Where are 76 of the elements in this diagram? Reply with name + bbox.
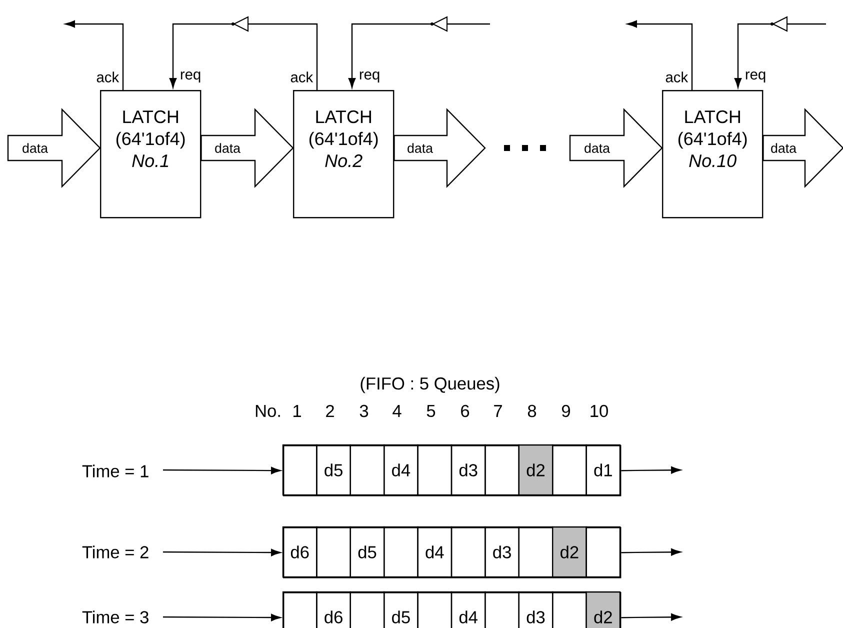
- queue-cell: [316, 526, 352, 578]
- cell-number: 10: [590, 404, 608, 418]
- queue-cell: [552, 444, 587, 496]
- arrow: [621, 548, 681, 556]
- arrow: [621, 614, 681, 621]
- time-label: Time = 1: [82, 464, 148, 478]
- queue-cell: d4: [450, 591, 486, 628]
- time-label: Time = 3: [82, 610, 148, 624]
- queue-cell: [484, 591, 520, 628]
- signal-label: req: [180, 72, 200, 82]
- block-arrow: [569, 108, 663, 188]
- cell-number: 1: [294, 405, 301, 417]
- arrow: [348, 16, 490, 88]
- signal-label: ack: [96, 72, 120, 82]
- cell-number: 6: [461, 404, 470, 418]
- queue-cell: [350, 591, 385, 628]
- queue-cell: [450, 526, 486, 578]
- block-arrow: [200, 108, 294, 188]
- cell-number: 2: [326, 404, 334, 418]
- queue-cell: d4: [384, 444, 418, 496]
- queue-cell: [552, 591, 587, 628]
- queue-cell: [282, 591, 318, 628]
- signal-label: req: [746, 72, 766, 82]
- arrow: [163, 614, 281, 622]
- queue-cell: d5: [384, 591, 418, 628]
- edge-label: data: [213, 142, 242, 154]
- arrow: [169, 16, 318, 90]
- queue-title: (FIFO : 5 Queues): [360, 376, 500, 394]
- queue-cell: d6: [282, 526, 318, 578]
- latch-box: LATCH (64'1of4) No.1: [100, 90, 202, 218]
- cell-number: 7: [494, 405, 502, 417]
- signal-label: ack: [666, 72, 688, 82]
- arrow: [621, 466, 681, 474]
- arrow: [163, 466, 281, 474]
- queue-cell: d3: [518, 591, 554, 628]
- queue-cell: d1: [586, 444, 621, 496]
- queue-cell: d2: [586, 591, 621, 628]
- queue-cell: d5: [316, 444, 352, 496]
- queue-cell: d3: [450, 444, 486, 496]
- arrow: [65, 20, 124, 90]
- block-arrow: [394, 108, 486, 188]
- block-arrow: [762, 108, 843, 188]
- queue-cell: d4: [417, 526, 452, 578]
- edge-label: data: [20, 142, 50, 154]
- cell-number: 9: [562, 404, 570, 418]
- signal-label: req: [360, 72, 380, 82]
- cell-number: No.: [256, 404, 280, 418]
- edge-label: data: [582, 142, 612, 154]
- latch-box: LATCH (64'1of4) No.10: [662, 90, 764, 218]
- cell-number: 4: [392, 405, 402, 417]
- queue-cell: [417, 444, 452, 496]
- arrow: [734, 16, 826, 88]
- queue-cell: d2: [518, 444, 554, 496]
- queue-cell: [350, 444, 385, 496]
- cell-number: 3: [360, 404, 368, 418]
- signal-label: ack: [290, 72, 314, 82]
- queue-row: [283, 592, 622, 628]
- arrow: [163, 548, 281, 556]
- queue-row: [283, 445, 622, 496]
- edge-label: data: [769, 142, 798, 154]
- queue-cell: [417, 591, 452, 628]
- queue-row: [283, 527, 622, 578]
- queue-cell: d6: [316, 591, 352, 628]
- queue-cell: d2: [552, 526, 587, 578]
- queue-cell: [586, 526, 621, 578]
- queue-cell: d3: [484, 526, 520, 578]
- arrow: [627, 20, 693, 90]
- queue-cell: [282, 444, 318, 496]
- cell-number: 8: [528, 404, 536, 418]
- time-label: Time = 2: [82, 546, 148, 558]
- edge-label: data: [406, 142, 434, 154]
- block-arrow: [7, 108, 101, 188]
- queue-cell: [384, 526, 418, 578]
- queue-cell: d5: [350, 526, 385, 578]
- cell-number: 5: [426, 404, 436, 418]
- latch-box: LATCH (64'1of4) No.2: [293, 90, 394, 218]
